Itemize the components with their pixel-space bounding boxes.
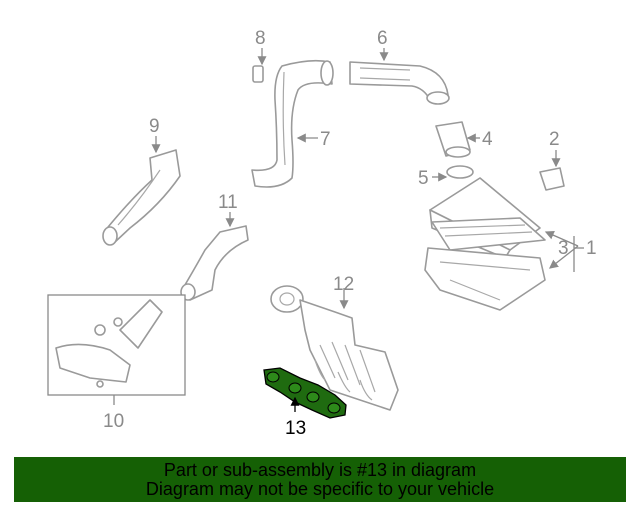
part-10-resonator-inset[interactable]: 10 [47,294,186,432]
part-notice-banner: Part or sub-assembly is #13 in diagram D… [14,457,626,502]
callout-4: 4 [482,129,493,150]
part-11-hose[interactable]: 11 [180,192,249,301]
callout-5: 5 [418,168,429,189]
part-7-hose[interactable]: 7 [251,59,334,188]
part-4-coupler[interactable]: 4 [435,121,493,158]
callout-1: 1 [586,238,597,259]
callout-8: 8 [255,28,266,49]
part-1-air-cleaner[interactable]: 3 1 [424,177,597,311]
banner-line-disclaimer: Diagram may not be specific to your vehi… [145,479,495,499]
callout-11: 11 [218,192,238,213]
callout-7: 7 [320,129,331,150]
callout-2: 2 [549,129,560,150]
part-8-sensor[interactable]: 8 [252,28,267,83]
part-5-ring[interactable]: 5 [418,165,474,189]
callout-10: 10 [103,411,124,432]
part-13-gasket-highlighted[interactable]: 13 [263,367,347,439]
part-12-intake-manifold[interactable]: 12 [270,274,399,411]
callout-13: 13 [285,418,306,439]
callout-9: 9 [149,116,160,137]
banner-line-part: Part or sub-assembly is #13 in diagram [163,460,477,480]
part-6-duct[interactable]: 6 [349,28,450,105]
part-9-duct[interactable]: 9 [102,116,181,246]
callout-6: 6 [377,28,388,49]
callout-12: 12 [333,274,354,295]
part-2-bracket[interactable]: 2 [539,129,565,191]
callout-3: 3 [558,238,569,259]
